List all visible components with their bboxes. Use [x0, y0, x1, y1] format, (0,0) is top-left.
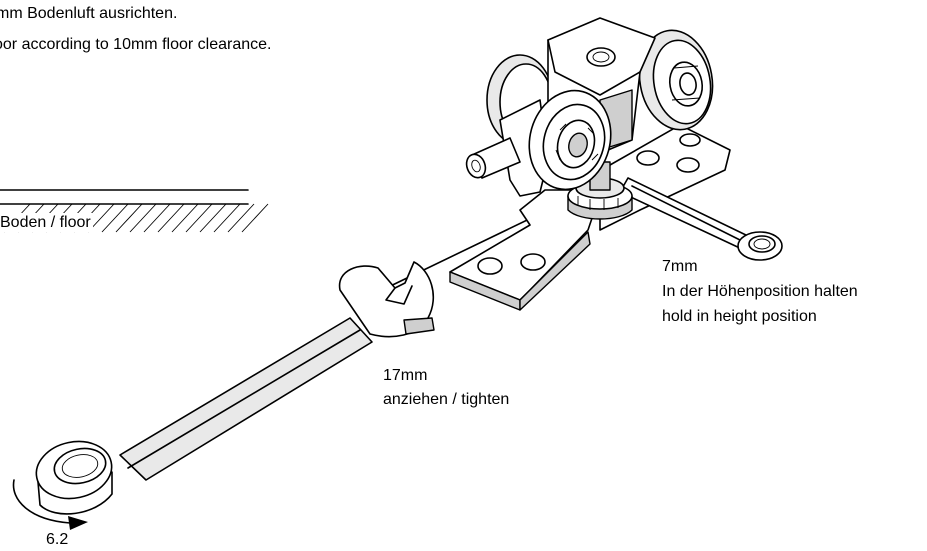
large-wrench-size-label: 17mm [383, 367, 428, 384]
wrench-17mm [35, 261, 435, 515]
small-wrench-instruction-german: In der Höhenposition halten [662, 283, 858, 300]
large-wrench-action-label: anziehen / tighten [383, 391, 510, 408]
small-wrench-instruction-english: hold in height position [662, 308, 817, 325]
wrench-7mm [619, 177, 783, 261]
rotation-arrow [12, 479, 88, 530]
small-wrench-size-label: 7mm [662, 258, 698, 275]
floor-label: Boden / floor [0, 213, 93, 232]
instruction-english: oor according to 10mm floor clearance. [0, 36, 272, 53]
instruction-german: mm Bodenluft ausrichten. [0, 5, 178, 22]
roller-carriage [465, 17, 714, 197]
floor-hatching [0, 189, 269, 233]
adjusting-nut [567, 161, 633, 220]
step-number: 6.2 [46, 531, 69, 548]
